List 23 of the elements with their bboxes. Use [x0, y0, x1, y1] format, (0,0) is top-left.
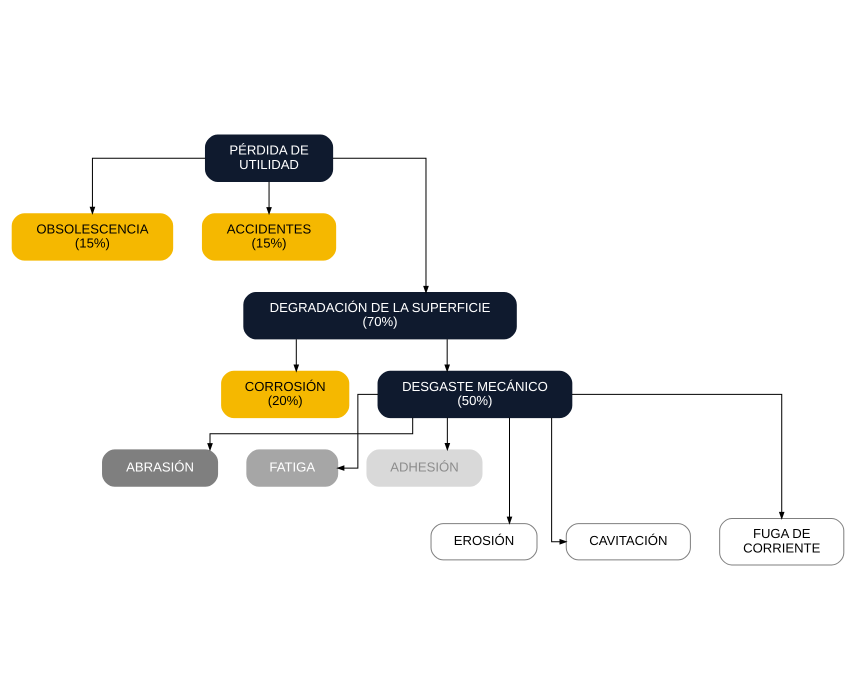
arrow [332, 158, 429, 294]
node-box: DESGASTE MECÁNICO (50%) [378, 370, 572, 418]
arrow [207, 418, 414, 452]
node-box: FATIGA [246, 449, 338, 487]
node-box: ADHESIÓN [366, 449, 482, 487]
node-box: CORROSIÓN (20%) [221, 370, 350, 418]
arrow [444, 339, 450, 373]
arrow [572, 394, 785, 520]
node-box: CAVITACIÓN [566, 523, 691, 560]
arrow [444, 418, 450, 452]
node-box: EROSIÓN [430, 523, 538, 560]
arrow [266, 182, 272, 216]
arrow [293, 339, 300, 373]
arrow [551, 418, 568, 545]
arrow [90, 158, 206, 215]
node-box: FUGA DE CORRIENTE [719, 518, 844, 566]
arrow [336, 394, 378, 471]
arrow [506, 418, 512, 525]
node-box: PÉRDIDA DE UTILIDAD [204, 134, 334, 182]
node-box: OBSOLESCENCIA (15%) [12, 213, 174, 261]
node-box: ABRASIÓN [102, 449, 218, 487]
node-box: DEGRADACIÓN DE LA SUPERFICIE (70%) [243, 292, 517, 340]
node-box: ACCIDENTES (15%) [202, 213, 336, 261]
